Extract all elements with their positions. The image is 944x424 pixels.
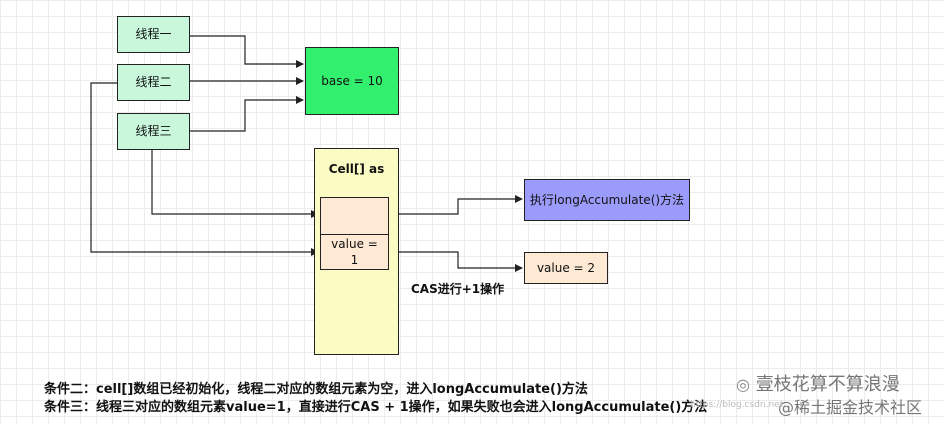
arrow-thread3-cell0: [151, 150, 319, 218]
watermark-brand-text: 壹枝花算不算浪漫: [755, 374, 900, 395]
cas-label: CAS进行+1操作: [411, 282, 505, 296]
condition-three-text: 条件三：线程三对应的数组元素value=1，直接进行CAS + 1操作，如果失败…: [44, 400, 708, 415]
thread-three-box: 线程三: [117, 113, 190, 150]
thread-two-box: 线程二: [117, 64, 190, 101]
watermark-logo-icon: ◎: [736, 375, 750, 394]
long-accumulate-box: 执行longAccumulate()方法: [524, 179, 690, 221]
arrow-thread1-base: [190, 35, 304, 68]
thread-one-box: 线程一: [117, 16, 190, 53]
watermark-brand: ◎ 壹枝花算不算浪漫: [736, 370, 900, 396]
watermark-site: @稀土掘金技术社区: [778, 398, 923, 417]
arrow-thread3-base: [190, 96, 304, 132]
cell-element-empty: [320, 197, 389, 235]
arrow-thread2-cell1: [90, 82, 319, 256]
condition-two-text: 条件二：cell[]数组已经初始化，线程二对应的数组元素为空，进入longAcc…: [44, 382, 588, 397]
value-two-box: value = 2: [524, 252, 608, 284]
arrow-cell0-exec: [389, 195, 523, 215]
arrow-cell1-value2: [389, 251, 523, 272]
cell-element-value: value = 1: [320, 234, 389, 270]
base-box: base = 10: [305, 47, 399, 115]
watermark-url: https://blog.csdn.net: [690, 400, 784, 410]
